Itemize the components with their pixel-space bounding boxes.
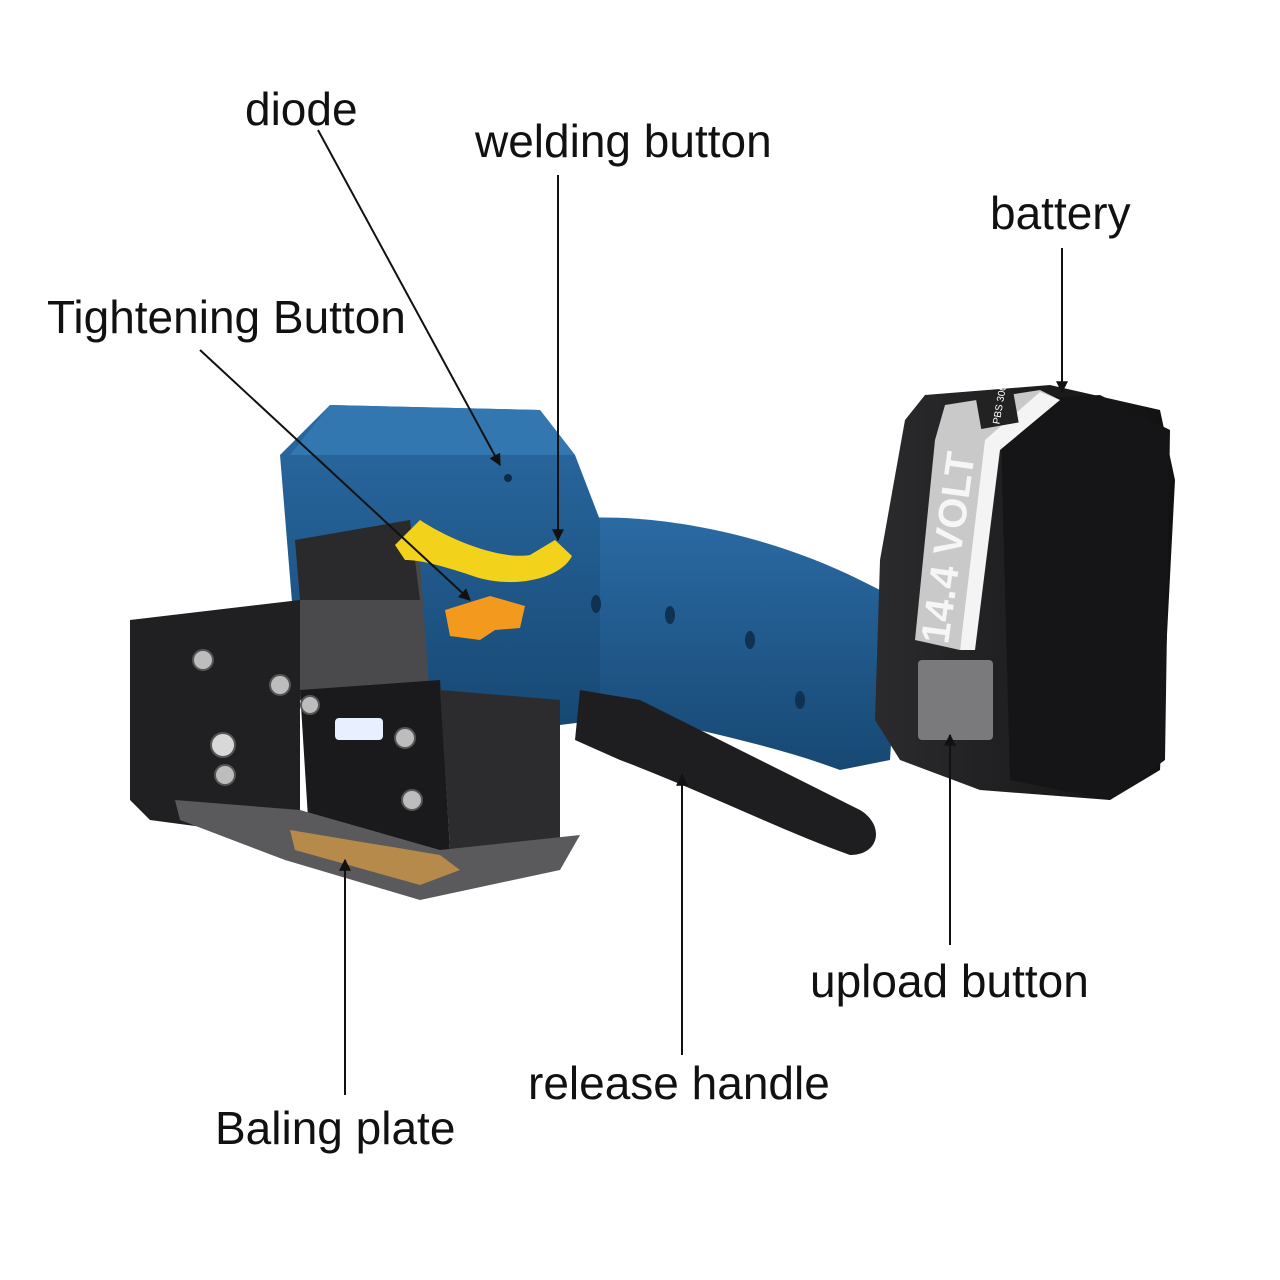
diode-pointer [317,129,501,467]
label-diode: diode [245,83,358,135]
battery-pack: 14.4 VOLT PBS 3000 [875,378,1175,800]
safety-sticker [335,718,383,740]
baling-plate [290,830,460,885]
battery-label-band [915,390,1060,650]
label-battery: battery [990,187,1131,239]
diode-indicator [504,474,512,482]
label-tightening-button: Tightening Button [47,291,406,343]
release-handle-lever [575,690,877,855]
welding-lever [395,520,572,583]
label-baling-plate: Baling plate [215,1102,456,1154]
callout-lines [199,129,1068,1095]
upload-button-part [918,660,993,740]
label-upload-button: upload button [810,955,1089,1007]
label-welding-button: welding button [475,115,772,167]
label-release-handle: release handle [528,1057,830,1109]
tightening-button-part [445,596,525,640]
tightening-button-pointer [199,349,471,601]
tool-head [130,520,580,900]
